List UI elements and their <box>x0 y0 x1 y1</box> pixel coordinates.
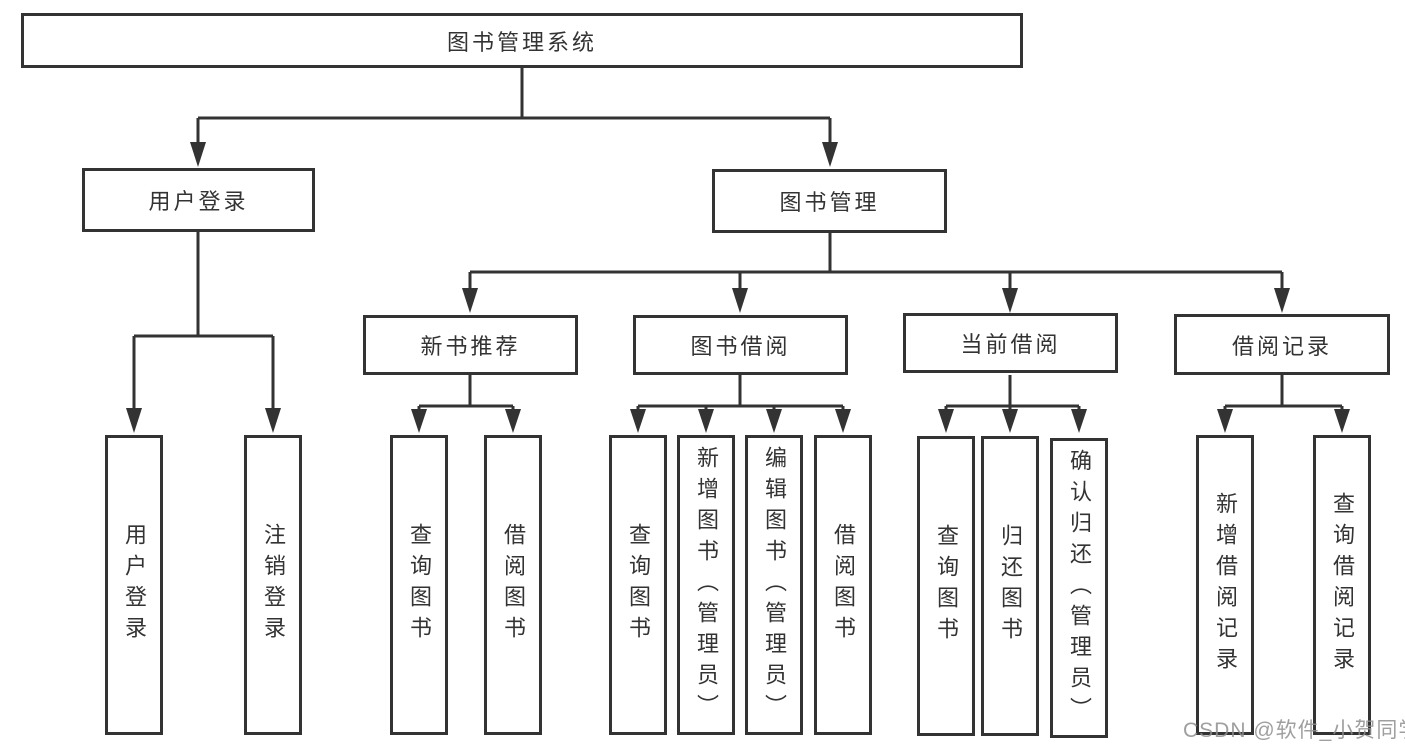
arrowhead-icon <box>462 288 478 313</box>
arrowhead-icon <box>411 409 427 433</box>
arrowhead-icon <box>822 142 838 167</box>
node-label: 查询图书 <box>407 523 432 647</box>
leaf-query-books-borrow: 查询图书 <box>609 435 667 735</box>
arrowhead-icon <box>938 409 954 433</box>
arrowhead-icon <box>265 408 281 433</box>
node-book-borrow: 图书借阅 <box>633 315 848 375</box>
node-label: 新书推荐 <box>420 334 521 359</box>
leaf-edit-book-admin: 编辑图书（管理员） <box>745 435 803 735</box>
arrowhead-icon <box>766 409 782 433</box>
node-system-root: 图书管理系统 <box>21 13 1023 68</box>
connector-book-management-children <box>462 232 1290 313</box>
connector-current-borrow-children <box>938 375 1087 433</box>
node-borrow-records: 借阅记录 <box>1174 314 1390 375</box>
leaf-user-login: 用户登录 <box>105 435 163 735</box>
leaf-borrow-books-recommend: 借阅图书 <box>484 435 542 735</box>
arrowhead-icon <box>1274 288 1290 313</box>
node-new-book-recommend: 新书推荐 <box>363 315 578 375</box>
node-label: 新增借阅记录 <box>1213 492 1238 678</box>
node-current-borrow: 当前借阅 <box>903 313 1118 373</box>
arrowhead-icon <box>732 288 748 313</box>
node-label: 借阅图书 <box>501 523 526 647</box>
node-label: 借阅记录 <box>1231 333 1332 359</box>
node-label: 图书借阅 <box>690 334 791 359</box>
leaf-add-book-admin: 新增图书（管理员） <box>677 435 735 735</box>
leaf-query-books-recommend: 查询图书 <box>390 435 448 735</box>
node-label: 图书管理系统 <box>446 29 597 55</box>
leaf-confirm-return-admin: 确认归还（管理员） <box>1050 438 1108 738</box>
arrowhead-icon <box>1002 288 1018 313</box>
leaf-query-borrow-record: 查询借阅记录 <box>1313 435 1371 735</box>
arrowhead-icon <box>126 408 142 433</box>
leaf-query-books-current: 查询图书 <box>917 436 975 736</box>
arrowhead-icon <box>505 409 521 433</box>
connector-user-login-children <box>126 232 281 433</box>
node-label: 查询图书 <box>934 524 959 648</box>
leaf-logout: 注销登录 <box>244 435 302 735</box>
arrowhead-icon <box>1217 409 1233 433</box>
leaf-borrow-books-borrow: 借阅图书 <box>814 435 872 735</box>
node-label: 查询借阅记录 <box>1330 492 1355 678</box>
arrowhead-icon <box>698 409 714 433</box>
node-label: 当前借阅 <box>960 332 1061 357</box>
node-label: 借阅图书 <box>831 523 856 647</box>
csdn-watermark: CSDN @软件_小贺同学 <box>1183 719 1405 742</box>
node-label: 图书管理 <box>779 190 880 215</box>
arrowhead-icon <box>630 409 646 433</box>
leaf-add-borrow-record: 新增借阅记录 <box>1196 435 1254 735</box>
leaf-return-book: 归还图书 <box>981 436 1039 736</box>
arrowhead-icon <box>835 409 851 433</box>
connector-root-to-level2 <box>190 68 838 167</box>
node-label: 用户登录 <box>148 189 249 214</box>
node-label: 用户登录 <box>122 523 147 647</box>
arrowhead-icon <box>1002 409 1018 433</box>
arrowhead-icon <box>1334 409 1350 433</box>
connector-new-book-children <box>411 375 521 433</box>
arrowhead-icon <box>1071 409 1087 433</box>
node-label: 新增图书（管理员） <box>694 445 719 725</box>
node-book-management: 图书管理 <box>712 169 947 233</box>
connector-book-borrow-children <box>630 375 851 433</box>
connector-borrow-records-children <box>1217 375 1350 433</box>
node-label: 归还图书 <box>998 524 1023 648</box>
node-label: 注销登录 <box>261 523 286 647</box>
node-label: 编辑图书（管理员） <box>762 445 787 725</box>
node-label: 确认归还（管理员） <box>1067 448 1092 728</box>
node-user-login: 用户登录 <box>82 168 315 232</box>
node-label: 查询图书 <box>626 523 651 647</box>
arrowhead-icon <box>190 142 206 167</box>
